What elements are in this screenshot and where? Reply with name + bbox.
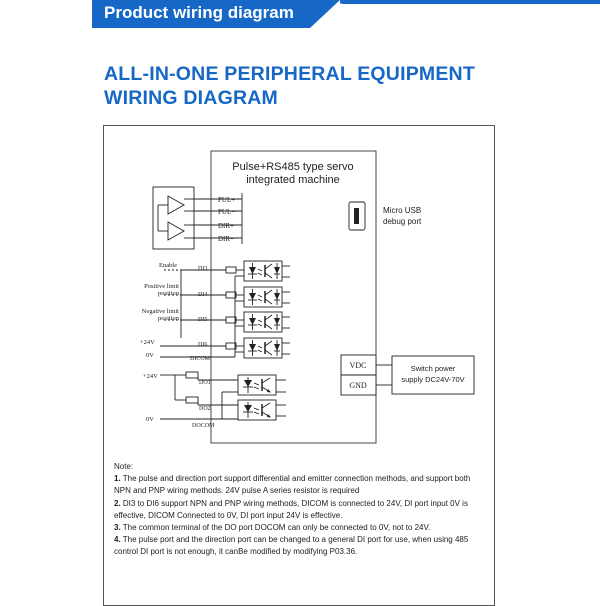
label-di-0v: 0V	[146, 352, 154, 359]
label-vdc: VDC	[350, 361, 367, 370]
label-gnd: GND	[349, 381, 367, 390]
label-di4: DI4	[198, 292, 207, 298]
power-label-1: Switch power	[411, 364, 456, 373]
note-3-number: 3.	[114, 523, 121, 533]
banner-shape	[92, 0, 600, 28]
power-block	[340, 354, 475, 396]
note-4-number: 4.	[114, 535, 121, 545]
label-neg-limit-1: Negative limit	[142, 308, 180, 315]
di-wiring	[160, 260, 290, 359]
note-2: 2. DI3 to DI6 support NPN and PNP wiring…	[114, 498, 489, 522]
usb-label-1: Micro USB	[383, 206, 421, 215]
label-do2: DO2	[199, 406, 211, 412]
label-di-plus24: +24V	[140, 339, 155, 346]
heading-line-1: ALL-IN-ONE PERIPHERAL EQUIPMENT	[104, 63, 475, 85]
terminal-pul-plus: PUL+	[218, 196, 235, 204]
label-do-0v: 0V	[146, 416, 154, 423]
label-do1: DO1	[199, 380, 211, 386]
terminal-dir-minus: DIR−	[218, 235, 234, 243]
label-dicom: DICOM	[190, 356, 211, 362]
note-1: 1. The pulse and direction port support …	[114, 473, 489, 497]
note-1-text: The pulse and direction port support dif…	[114, 474, 471, 496]
servo-box	[210, 150, 377, 444]
note-2-text: DI3 to DI6 support NPN and PNP wiring me…	[114, 498, 468, 520]
notes-section: Note: 1. The pulse and direction port su…	[114, 461, 489, 559]
usb-port-icon	[348, 201, 366, 231]
page-heading: ALL-IN-ONE PERIPHERAL EQUIPMENT WIRING D…	[104, 62, 475, 110]
heading-line-2: WIRING DIAGRAM	[104, 87, 278, 109]
note-4: 4. The pulse port and the direction port…	[114, 534, 489, 558]
terminal-pul-minus: PUL−	[218, 208, 235, 216]
label-pos-limit-1: Positive limit	[144, 283, 179, 290]
label-pos-limit-2: position	[158, 290, 180, 297]
label-di3: DI3	[198, 266, 207, 272]
label-do-plus24: +24V	[143, 373, 158, 380]
note-3-text: The common terminal of the DO port DOCOM…	[120, 523, 431, 533]
note-4-text: The pulse port and the direction port ca…	[114, 535, 469, 557]
wiring-diagram: Pulse+RS485 type servo integrated machin…	[140, 150, 475, 444]
servo-title-1: Pulse+RS485 type servo	[232, 161, 353, 173]
terminal-dir-plus: DIR+	[218, 222, 234, 230]
banner-title: Product wiring diagram	[104, 3, 294, 22]
power-label-2: supply DC24V-70V	[401, 375, 464, 384]
note-1-number: 1.	[114, 474, 121, 484]
label-enable: Enable	[159, 262, 177, 269]
label-neg-limit-2: position	[158, 315, 180, 322]
pulse-driver-block	[152, 186, 195, 250]
do-wiring	[160, 371, 286, 421]
label-di5: DI5	[198, 317, 207, 323]
note-3: 3. The common terminal of the DO port DO…	[114, 522, 489, 534]
note-2-number: 2.	[114, 498, 121, 508]
pulse-wires	[194, 193, 243, 244]
label-di6: DI6	[198, 342, 207, 348]
servo-title-2: integrated machine	[246, 174, 340, 186]
label-docom: DOCOM	[192, 423, 215, 429]
notes-title: Note:	[114, 462, 134, 471]
usb-label-2: debug port	[383, 217, 422, 226]
title-banner: Product wiring diagram	[0, 0, 600, 28]
